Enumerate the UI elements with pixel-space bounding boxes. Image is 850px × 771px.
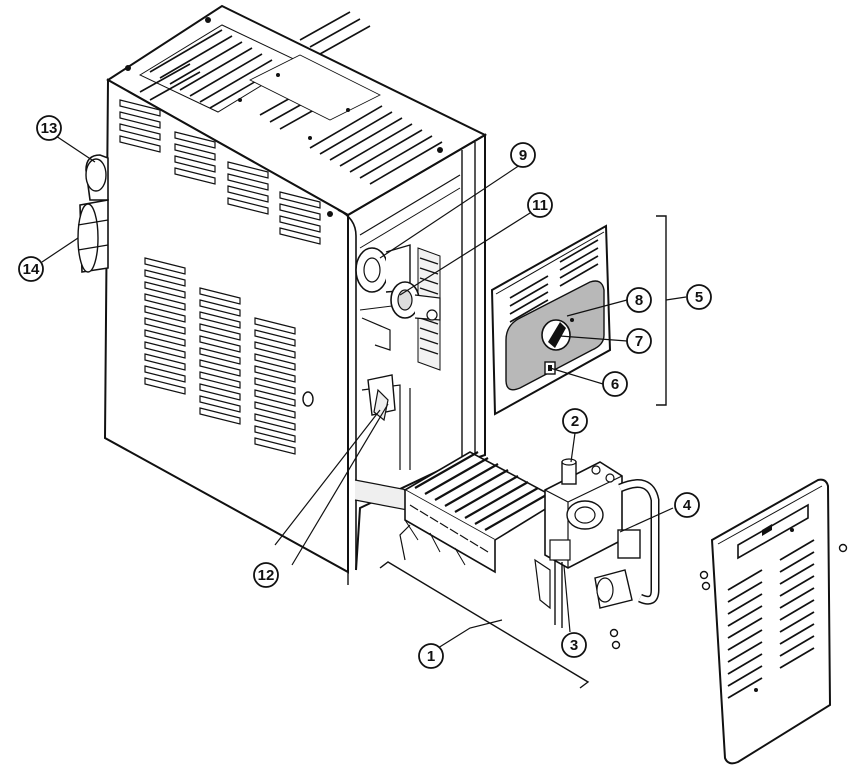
callout-4: 4 — [674, 492, 700, 518]
callout-5-label: 5 — [695, 289, 703, 306]
door-louvers — [727, 539, 815, 699]
callout-7: 7 — [626, 328, 652, 354]
callout-7-label: 7 — [635, 333, 643, 350]
loose-screws — [609, 543, 848, 650]
leader-lines — [41, 133, 687, 649]
callout-14-label: 14 — [23, 261, 40, 278]
callout-13-label: 13 — [41, 120, 58, 137]
callout-3-label: 3 — [570, 637, 578, 654]
callout-8-label: 8 — [635, 292, 643, 309]
blower-assembly — [355, 244, 411, 293]
status-led — [570, 318, 574, 322]
callout-2: 2 — [562, 408, 588, 434]
control-panel-door — [490, 224, 612, 416]
exhaust-vent-collar — [77, 154, 109, 273]
callout-12: 12 — [253, 562, 279, 588]
callout-5: 5 — [686, 284, 712, 310]
callout-13: 13 — [36, 115, 62, 141]
top-vent-grille — [125, 11, 443, 217]
callout-11-label: 11 — [532, 197, 548, 214]
callout-12-label: 12 — [258, 567, 275, 584]
air-intake-component — [390, 281, 441, 321]
callout-4-label: 4 — [683, 497, 692, 514]
gas-supply-pipe — [594, 479, 660, 609]
callout-6: 6 — [602, 371, 628, 397]
burner-tray-assembly — [399, 451, 562, 610]
callout-1: 1 — [418, 643, 444, 669]
igniter-component — [367, 374, 396, 422]
group-bracket-5 — [656, 215, 667, 406]
callout-8: 8 — [626, 287, 652, 313]
temperature-knob — [541, 319, 571, 351]
callout-9-label: 9 — [519, 147, 527, 164]
callout-11: 11 — [527, 192, 553, 218]
front-door-panel — [710, 478, 832, 765]
callout-2-label: 2 — [571, 413, 579, 430]
callout-9: 9 — [510, 142, 536, 168]
gas-valve — [544, 458, 623, 628]
callout-3: 3 — [561, 632, 587, 658]
callout-6-label: 6 — [611, 376, 619, 393]
group-bracket-1 — [379, 561, 590, 689]
callout-1-label: 1 — [427, 648, 435, 665]
callout-14: 14 — [18, 256, 44, 282]
